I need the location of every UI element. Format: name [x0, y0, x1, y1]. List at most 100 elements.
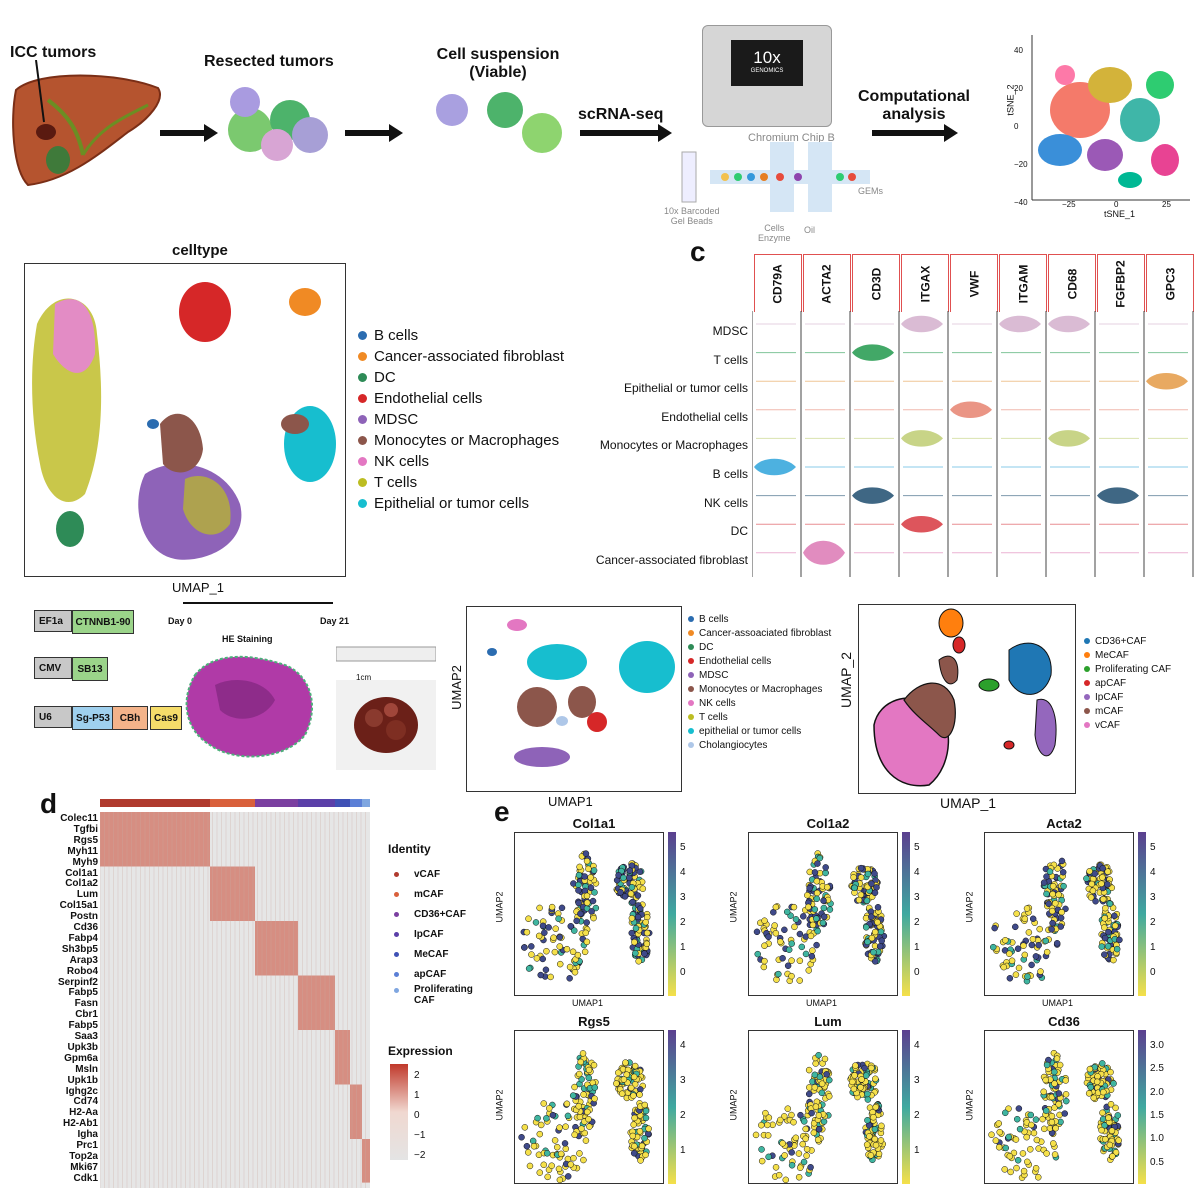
feature-point [1040, 1088, 1047, 1096]
violin-shape [901, 315, 943, 333]
feature-xlabel: UMAP1 [572, 998, 604, 1008]
feature-point [536, 1130, 544, 1138]
legend-item: apCAF [1084, 676, 1171, 690]
feature-point [1006, 950, 1013, 958]
feature-point [822, 869, 829, 877]
feature-plot [518, 1050, 652, 1184]
feature-point [1013, 1164, 1020, 1172]
feature-point [641, 950, 648, 957]
feature-point [580, 1091, 587, 1098]
feature-point [592, 904, 600, 912]
feature-point [613, 1080, 620, 1087]
feature-point [877, 928, 885, 936]
feature-point [575, 881, 582, 889]
feature-plot [989, 857, 1123, 985]
feature-point [761, 917, 768, 924]
feature-ylabel: UMAP2 [964, 891, 975, 923]
feature-point [528, 943, 535, 950]
day0-label: Day 0 [168, 616, 193, 626]
violin-shape [950, 401, 992, 419]
violin-row-label: NK cells [703, 495, 748, 510]
feature-point [1048, 1112, 1056, 1120]
identity-legend: vCAF mCAF CD36+CAF IpCAF MeCAF apCAF Pro… [394, 864, 473, 1010]
feature-point [858, 1076, 865, 1083]
gene-label: CD3D [868, 267, 883, 300]
feature-plot-title: Col1a2 [806, 816, 850, 831]
heatmap-gene-label: Cd36 [73, 922, 98, 933]
violin-shape [999, 315, 1041, 333]
feature-point [1043, 890, 1050, 898]
legend-item: NK cells [358, 451, 564, 472]
feature-point [1053, 1055, 1061, 1062]
feature-point [553, 1143, 561, 1151]
feature-point [567, 922, 574, 930]
feature-point [1042, 1076, 1049, 1084]
legend-item: Endothelial cells [688, 654, 831, 668]
feature-point [813, 889, 821, 897]
caf-umap-ylabel: UMAP_2 [838, 651, 855, 709]
feature-point [537, 971, 544, 979]
feature-point [807, 932, 815, 940]
feature-plot-title: Lum [814, 1014, 842, 1029]
celltype-title: celltype [172, 242, 228, 259]
feature-point [809, 947, 816, 954]
feature-point [558, 904, 566, 912]
heatmap-gene-label: Ighg2c [65, 1085, 98, 1097]
feature-point [543, 1115, 550, 1122]
feature-point [542, 966, 550, 974]
feature-point [800, 913, 807, 920]
heatmap-identity-bar [100, 799, 370, 807]
feature-point [866, 1133, 873, 1140]
feature-point [556, 1124, 563, 1131]
feature-plot-frame [514, 832, 664, 996]
feature-point [871, 889, 879, 897]
feature-point [783, 908, 791, 916]
feature-point [1006, 975, 1014, 982]
feature-point [571, 968, 579, 976]
feature-point [583, 938, 591, 946]
feature-point [631, 1062, 639, 1070]
feature-point [1021, 951, 1029, 959]
feature-point [1014, 945, 1022, 952]
legend-item: T cells [688, 710, 831, 724]
feature-point [991, 924, 998, 932]
feature-point [1032, 1164, 1040, 1172]
feature-point [541, 929, 548, 936]
feature-point [628, 915, 636, 922]
feature-point [551, 948, 559, 956]
feature-point [1101, 924, 1108, 931]
beads-label: 10x Barcoded Gel Beads [664, 206, 720, 226]
feature-point [784, 1105, 792, 1112]
colorbar-tick: 1.5 [1150, 1110, 1164, 1121]
feature-point [1062, 1077, 1069, 1084]
feature-point [995, 1143, 1003, 1151]
feature-point [1012, 923, 1019, 931]
feature-point [532, 919, 540, 926]
caf-umap-plot [873, 608, 1057, 787]
feature-point [578, 1125, 585, 1132]
feature-point [540, 1161, 548, 1169]
heatmap-gene-label: Cdk1 [73, 1172, 98, 1184]
feature-point [1090, 1094, 1097, 1102]
identity-item: vCAF [394, 864, 473, 884]
feature-point [630, 1092, 637, 1099]
feature-point [590, 914, 597, 922]
feature-point [1104, 881, 1111, 888]
feature-plot-frame [984, 1030, 1134, 1184]
tsne-xtick: 0 [1114, 200, 1119, 209]
feature-point [1108, 1127, 1116, 1134]
legend-item: epithelial or tumor cells [688, 724, 831, 738]
feature-point [862, 924, 870, 931]
feature-point [549, 1111, 557, 1119]
feature-point [591, 889, 598, 896]
legend-item: Monocytes or Macrophages [358, 430, 564, 451]
heatmap-gene-label: Gpm6a [64, 1052, 98, 1064]
feature-point [857, 874, 865, 881]
feature-point [1012, 971, 1020, 978]
feature-point [758, 1121, 765, 1129]
flow-arrow [872, 124, 958, 142]
feature-point [641, 1101, 649, 1109]
feature-point [576, 863, 583, 871]
feature-point [574, 951, 582, 959]
feature-point [796, 957, 804, 964]
